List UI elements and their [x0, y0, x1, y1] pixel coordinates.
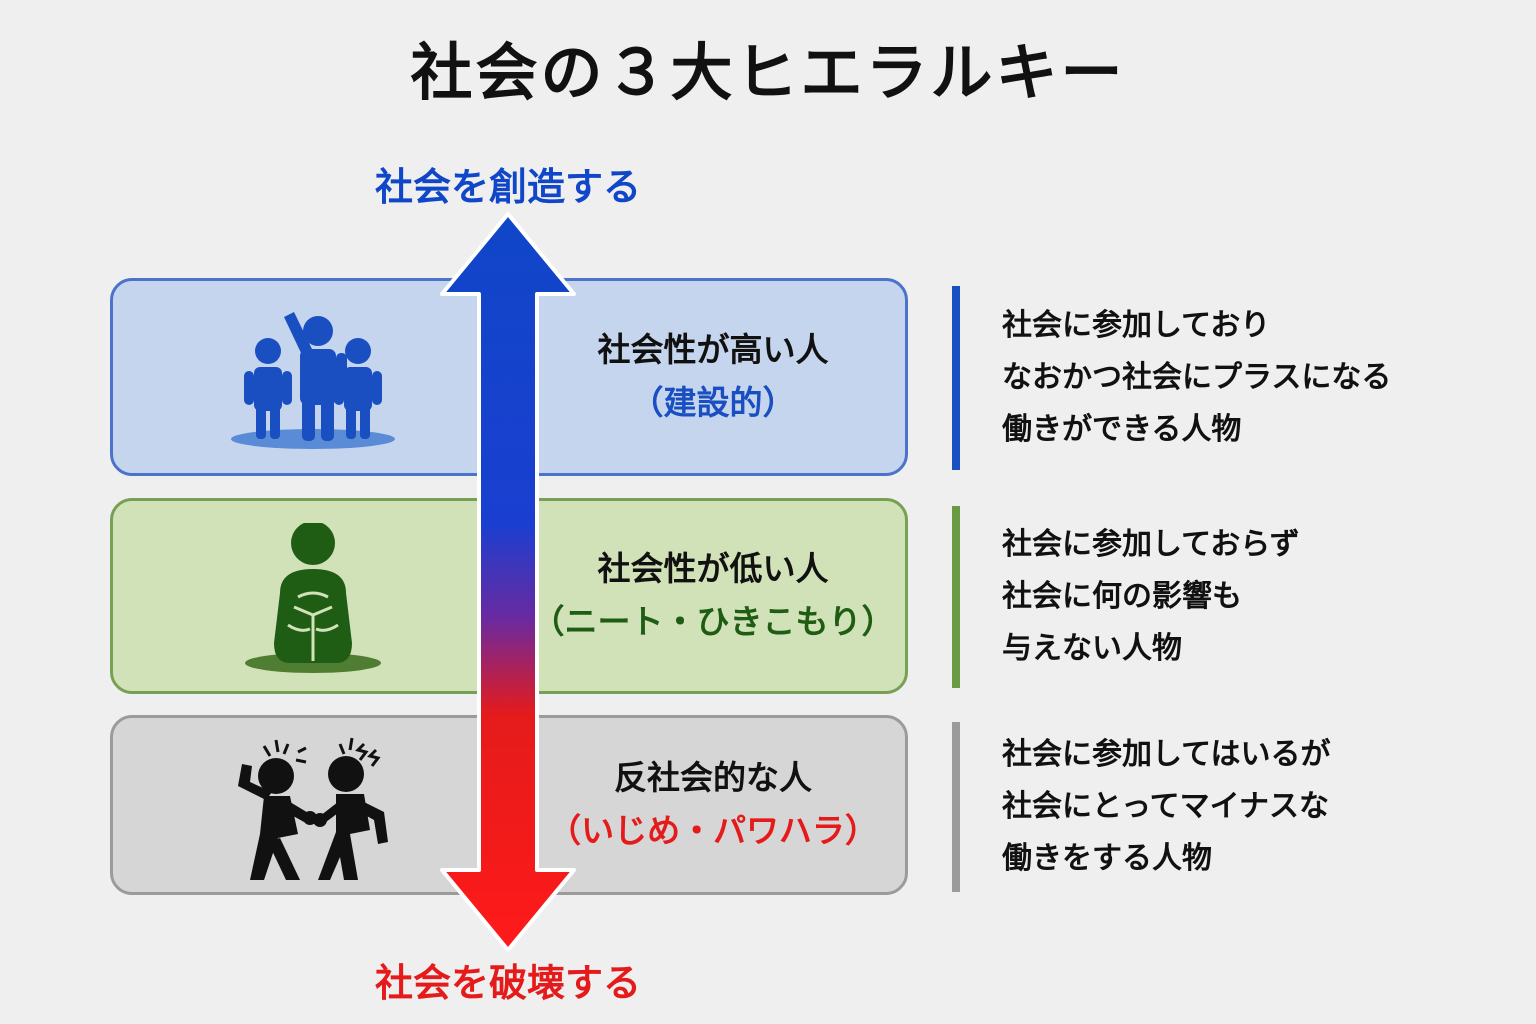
tier-name: 反社会的な人 [614, 758, 812, 798]
axis-bottom-label: 社会を破壊する [374, 961, 641, 1005]
fighting-people-icon [238, 737, 388, 880]
vertical-gradient-arrow [440, 212, 576, 952]
description-line: 働きができる人物 [1002, 412, 1242, 447]
description-line: 社会に参加しておらず [1002, 527, 1300, 562]
description-line: 社会に何の影響も [1002, 579, 1242, 614]
tier-name: 社会性が低い人 [597, 549, 829, 589]
sitting-person-icon [245, 523, 381, 673]
description-anti: 社会に参加してはいるが 社会にとってマイナスな 働きをする人物 [952, 722, 1492, 892]
description-line: 社会に参加しており [1002, 308, 1271, 343]
group-cheering-icon [231, 312, 395, 449]
tier-subtitle: （いじめ・パワハラ） [548, 811, 878, 850]
page-title: 社会の３大ヒエラルキー [410, 36, 1126, 109]
axis-top-label: 社会を創造する [374, 165, 641, 209]
description-line: 社会に参加してはいるが [1002, 737, 1331, 772]
description-line: 働きをする人物 [1002, 841, 1212, 876]
description-line: 与えない人物 [1002, 631, 1182, 666]
tier-subtitle: （建設的） [630, 383, 796, 422]
description-line: 社会にとってマイナスな [1002, 789, 1329, 824]
description-high: 社会に参加しており なおかつ社会にプラスになる 働きができる人物 [952, 286, 1492, 470]
tier-subtitle: （ニート・ひきこもり） [531, 602, 895, 641]
description-line: なおかつ社会にプラスになる [1002, 360, 1392, 395]
tier-name: 社会性が高い人 [597, 330, 829, 370]
description-low: 社会に参加しておらず 社会に何の影響も 与えない人物 [952, 506, 1492, 688]
